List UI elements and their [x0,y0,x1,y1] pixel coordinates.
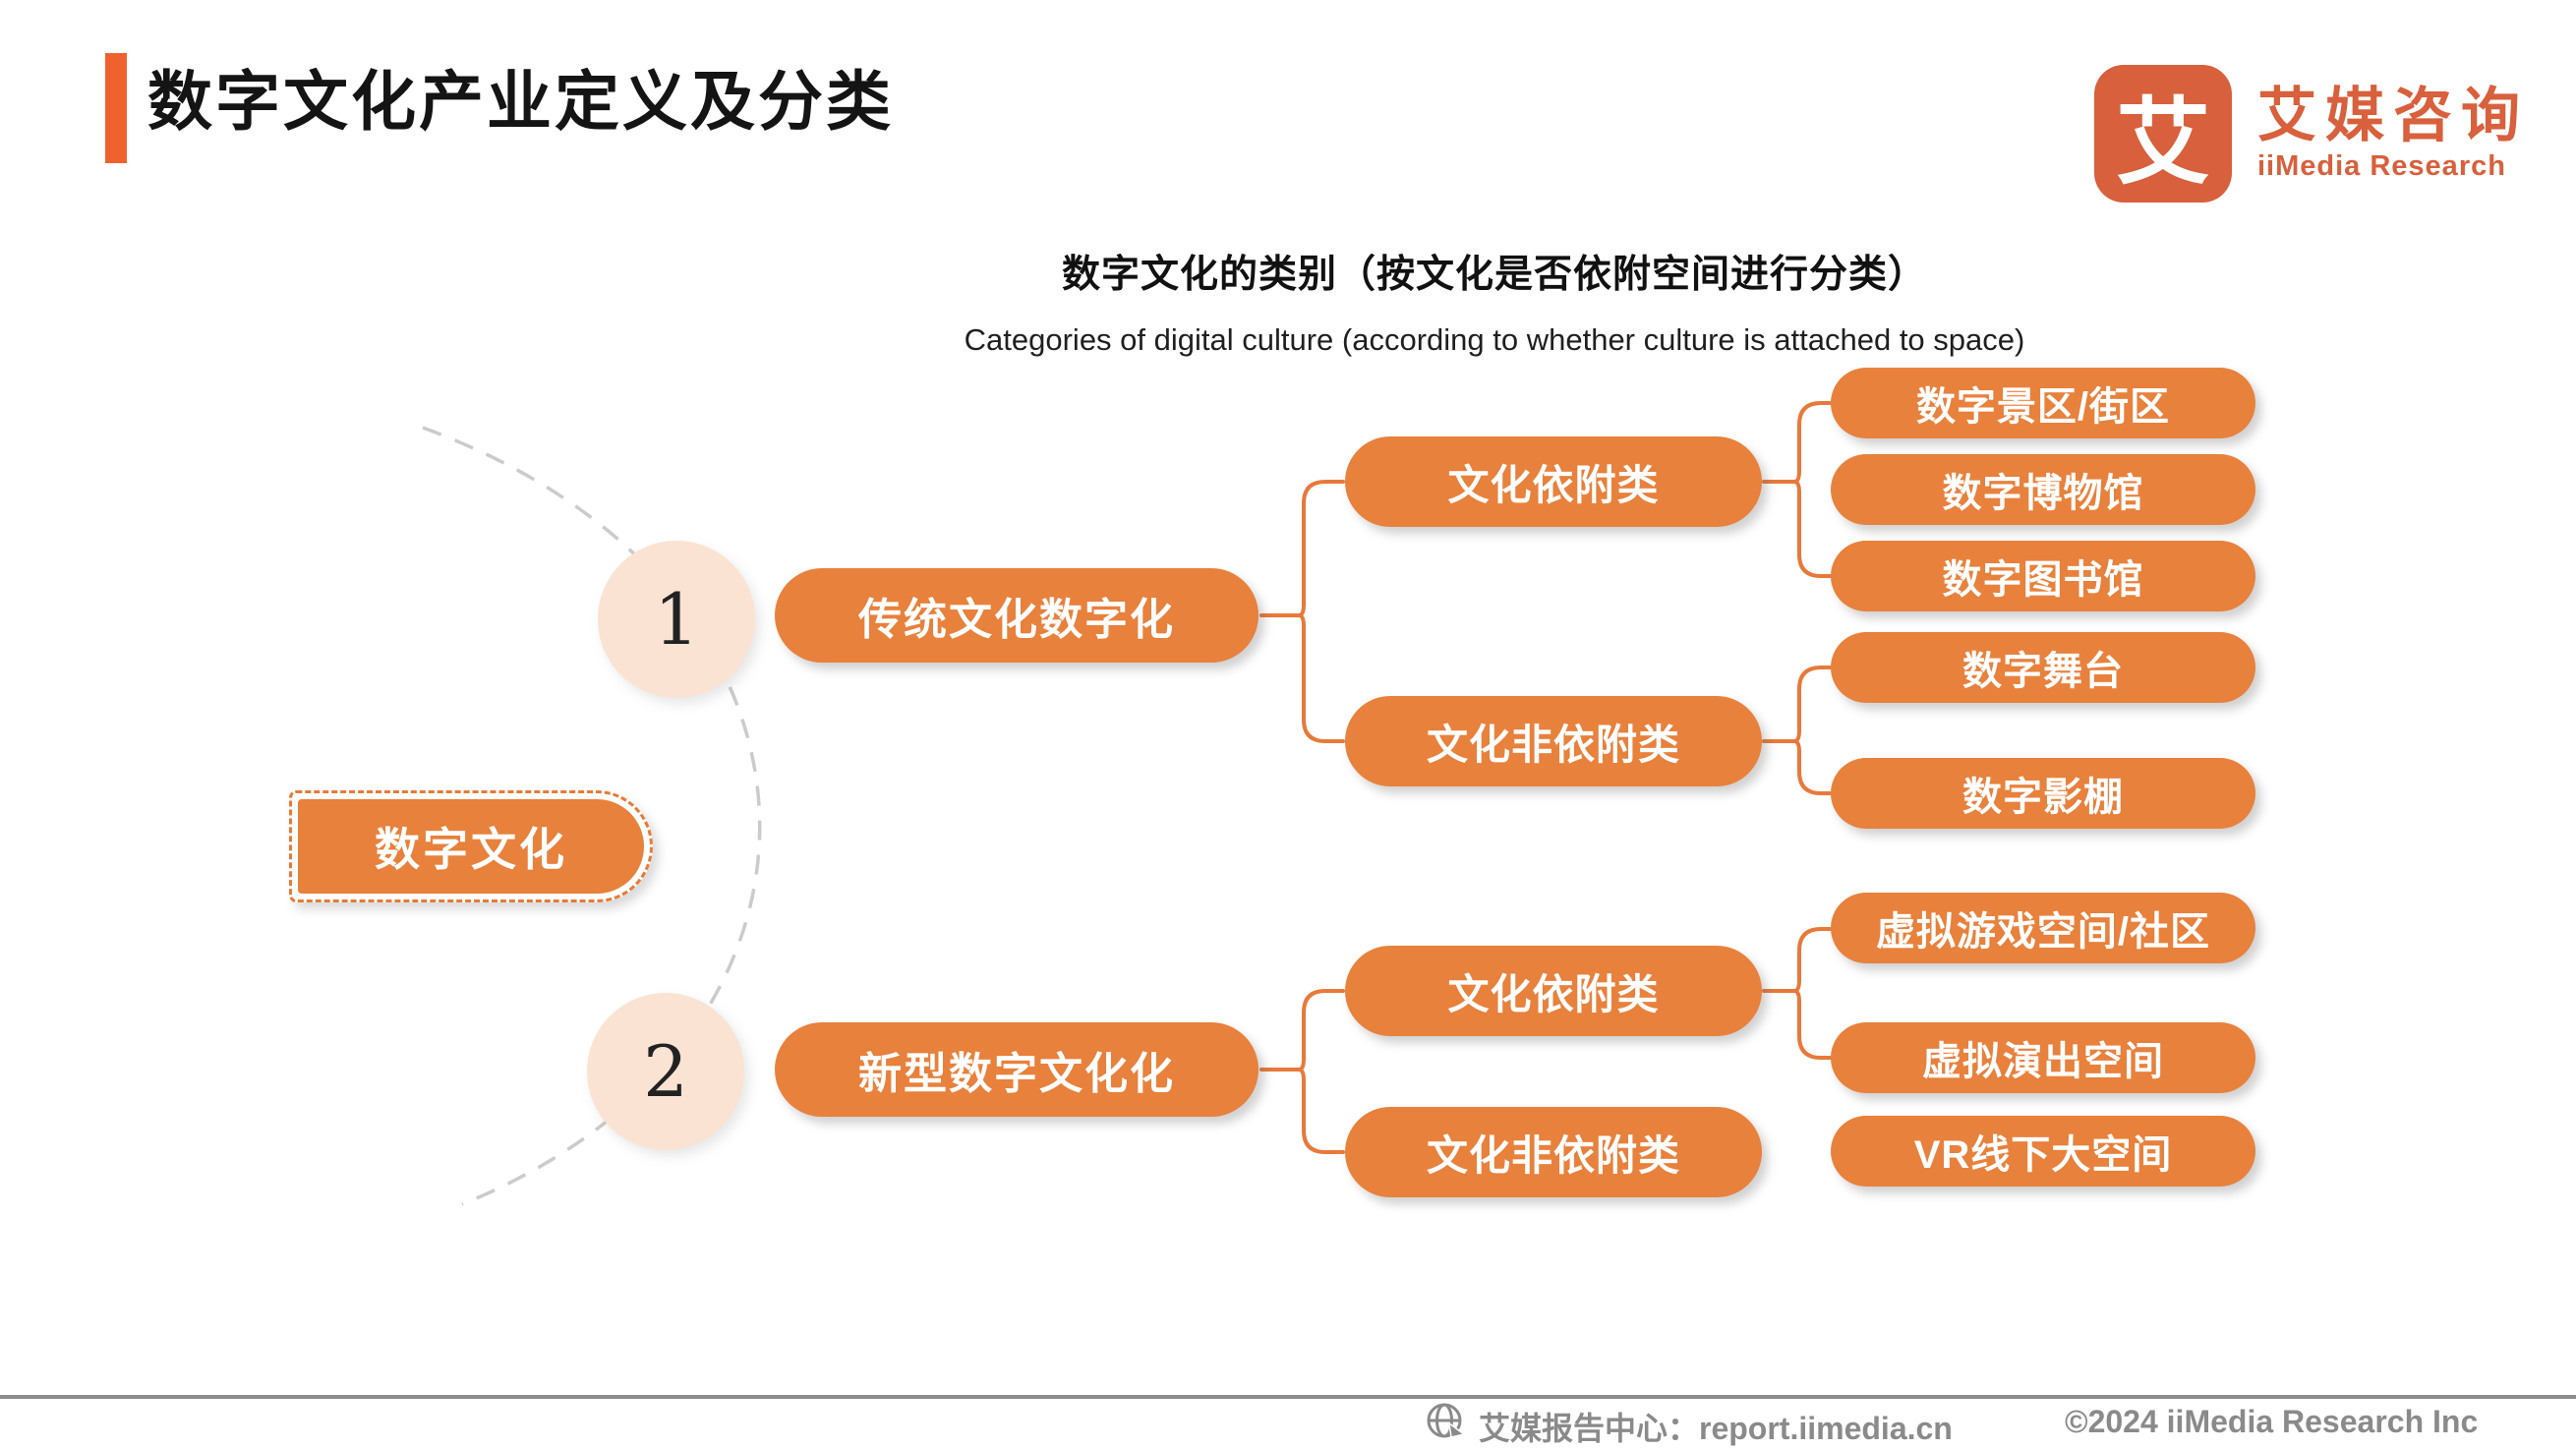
footer-divider [0,1395,2576,1399]
chart-title-cn: 数字文化的类别（按文化是否依附空间进行分类） [1061,254,1927,296]
leaf-digital-studio: 数字影棚 [1831,758,2255,829]
logo-name-en: iiMedia Research [2257,150,2506,182]
leaf-digital-library: 数字图书馆 [1831,541,2255,611]
brace-nonattached-top [1762,666,1832,795]
leaf-digital-museum: 数字博物馆 [1831,454,2255,525]
leaf-digital-scenic-area: 数字景区/街区 [1831,368,2255,438]
title-accent-bar [105,53,127,163]
dashed-spine-arc [422,426,762,1206]
iimedia-logo-icon: 艾 [2094,65,2232,203]
brace-branch1 [1259,480,1345,743]
leaf-vr-offline-space: VR线下大空间 [1831,1116,2255,1187]
footer-report-center: 艾媒报告中心：report.iimedia.cn [1479,1411,1953,1446]
branch1-pill: 传统文化数字化 [775,568,1259,663]
logo-name-cn: 艾媒咨询 [2257,83,2529,148]
logo-text: 艾媒咨询 iiMedia Research [2257,85,2529,183]
leaf-digital-stage: 数字舞台 [1831,632,2255,703]
iimedia-logo: 艾 艾媒咨询 iiMedia Research [2094,65,2529,203]
branch2-number-circle: 2 [587,993,744,1150]
chart-heading: 数字文化的类别（按文化是否依附空间进行分类） Categories of dig… [413,244,2576,358]
category-attached-bottom: 文化依附类 [1345,946,1762,1036]
category-attached-top: 文化依附类 [1345,436,1762,527]
root-node-digital-culture: 数字文化 [289,790,653,902]
leaf-virtual-performance-space: 虚拟演出空间 [1831,1022,2255,1093]
root-node-label: 数字文化 [298,799,644,894]
brace-branch2 [1259,989,1345,1154]
branch1-number-circle: 1 [598,541,755,698]
brace-attached-bottom [1762,927,1832,1060]
globe-icon [1427,1403,1466,1438]
category-nonattached-bottom: 文化非依附类 [1345,1107,1762,1197]
footer-copyright: ©2024 iiMedia Research Inc [2065,1404,2479,1439]
leaf-virtual-game-space: 虚拟游戏空间/社区 [1831,893,2255,963]
chart-title-en: Categories of digital culture (according… [964,322,2025,357]
branch2-pill: 新型数字文化化 [775,1022,1259,1117]
page-title: 数字文化产业定义及分类 [147,65,894,138]
category-nonattached-top: 文化非依附类 [1345,696,1762,786]
brace-attached-top [1762,401,1832,578]
